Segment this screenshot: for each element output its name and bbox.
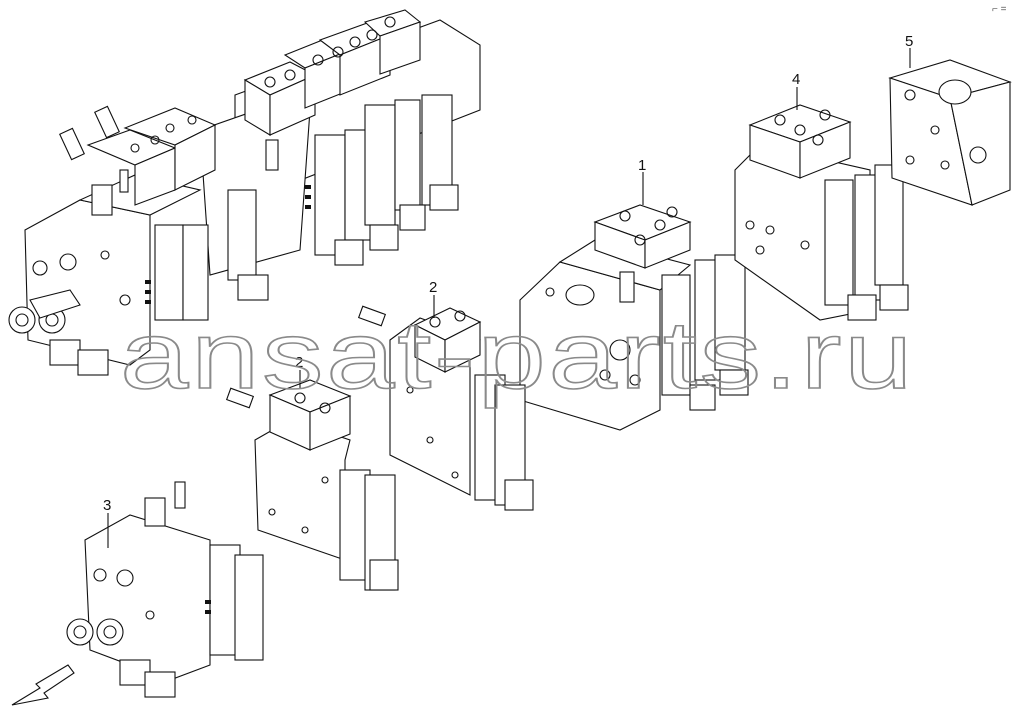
callout-1: 1 xyxy=(638,157,646,174)
callout-3: 3 xyxy=(103,497,111,514)
top-fittings xyxy=(59,105,279,216)
callout-4: 4 xyxy=(792,71,800,88)
main-valve-bank xyxy=(8,9,481,376)
valve-block-5 xyxy=(888,59,1012,206)
leader-lines xyxy=(107,48,911,548)
valve-block-2-middle xyxy=(225,379,399,591)
front-plugs xyxy=(8,289,81,334)
direction-arrow-icon xyxy=(11,664,75,706)
corner-mark: ⌐ = xyxy=(992,4,1007,15)
valve-block-4 xyxy=(734,104,909,321)
rear-solenoid-heads xyxy=(243,9,422,136)
callout-2-middle: 2 xyxy=(295,354,303,371)
coil-stacks-main xyxy=(49,94,459,376)
callout-2-right: 2 xyxy=(429,279,437,296)
watermark-text: ansat-parts.ru xyxy=(120,302,915,409)
valve-block-1 xyxy=(519,204,749,431)
valve-block-2-right xyxy=(357,305,534,511)
valve-block-3 xyxy=(66,481,264,698)
callout-5: 5 xyxy=(905,33,913,50)
